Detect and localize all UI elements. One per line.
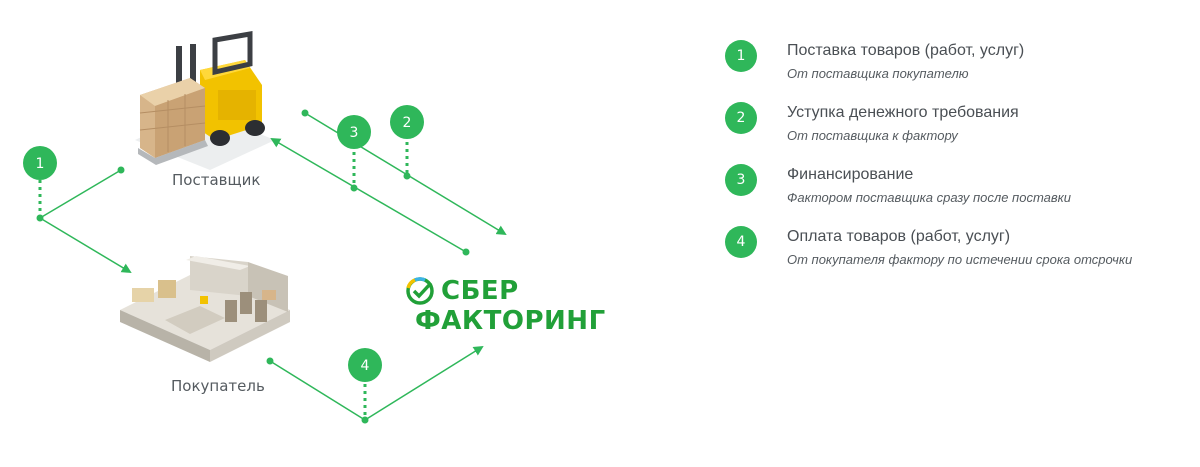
step-badge-label: 1 (36, 156, 45, 172)
legend-number: 4 (725, 226, 757, 258)
step-badge-label: 3 (350, 125, 359, 141)
step-badge-label: 2 (403, 115, 412, 131)
logo-line-2: ФАКТОРИНГ (415, 306, 606, 336)
sber-factoring-logo: СБЕР ФАКТОРИНГ (405, 276, 606, 336)
supplier-label: Поставщик (172, 171, 261, 189)
logo-line-1: СБЕР (441, 276, 519, 306)
buyer-label: Покупатель (171, 377, 265, 395)
step-badge-label: 4 (361, 358, 370, 374)
legend-title: Оплата товаров (работ, услуг) (787, 228, 1011, 245)
legend-number: 1 (725, 40, 757, 72)
legend-title: Уступка денежного требования (787, 104, 1019, 121)
legend-title: Финансирование (787, 166, 914, 183)
legend-title: Поставка товаров (работ, услуг) (787, 42, 1025, 59)
legend-subtitle: От поставщика покупателю (787, 66, 969, 81)
step-badge-3: 3 (337, 115, 371, 149)
warehouse-illustration (120, 256, 290, 362)
legend-number: 2 (725, 102, 757, 134)
step-badge-1: 1 (23, 146, 57, 180)
legend-number: 3 (725, 164, 757, 196)
flow-arrow-3 (270, 137, 470, 256)
flow-arrow-1 (36, 166, 132, 274)
step-badge-2: 2 (390, 105, 424, 139)
legend-subtitle: От покупателя фактору по истечении срока… (787, 252, 1133, 267)
flow-arrow-4 (266, 345, 484, 424)
step-badge-4: 4 (348, 348, 382, 382)
legend-subtitle: От поставщика к фактору (787, 128, 958, 143)
legend-subtitle: Фактором поставщика сразу после поставки (787, 190, 1072, 205)
forklift-illustration (135, 31, 275, 170)
sber-check-icon (406, 277, 434, 305)
